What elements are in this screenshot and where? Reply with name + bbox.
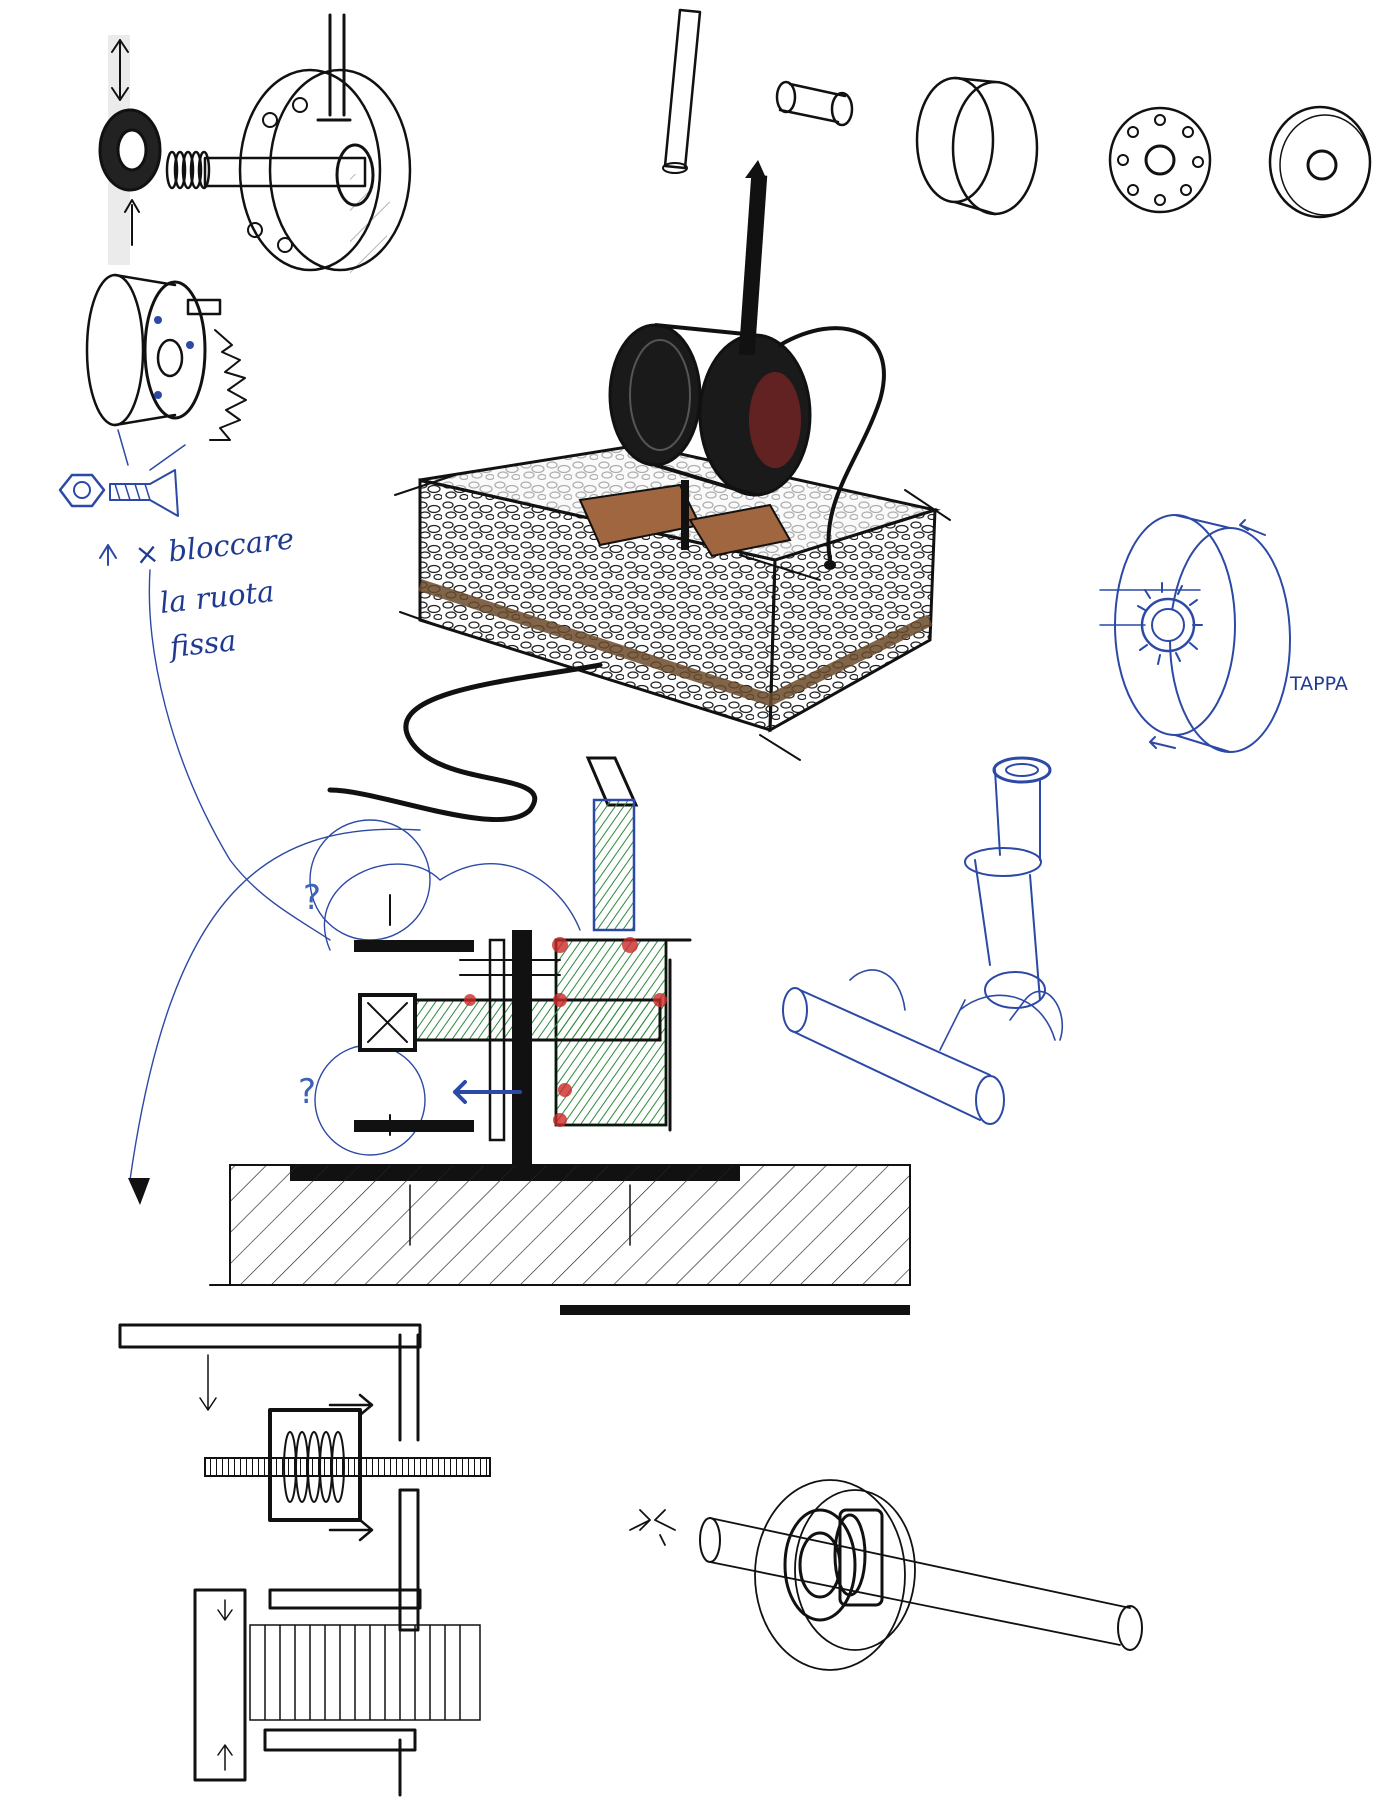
t-pipe-sketch [782,756,1064,1125]
cap-label: TAPPA [1290,673,1348,695]
loose-parts-row [662,8,1372,219]
gear-cap-sketch [1099,514,1291,753]
question-mark-lower: ? [298,1072,317,1112]
spring-mechanism-sketch [118,1323,491,1797]
question-mark-upper: ? [303,878,322,918]
main-device-perspective [327,160,951,822]
shaft-pulley-sketch [629,1479,1143,1671]
housing-gear-sketch [85,273,247,471]
exploded-wheel-sketch [98,13,412,280]
nut-and-screw-sketch [58,469,331,941]
lock-wheel-note-line-3: fissa [168,623,238,664]
section-view-sketch [128,756,911,1315]
